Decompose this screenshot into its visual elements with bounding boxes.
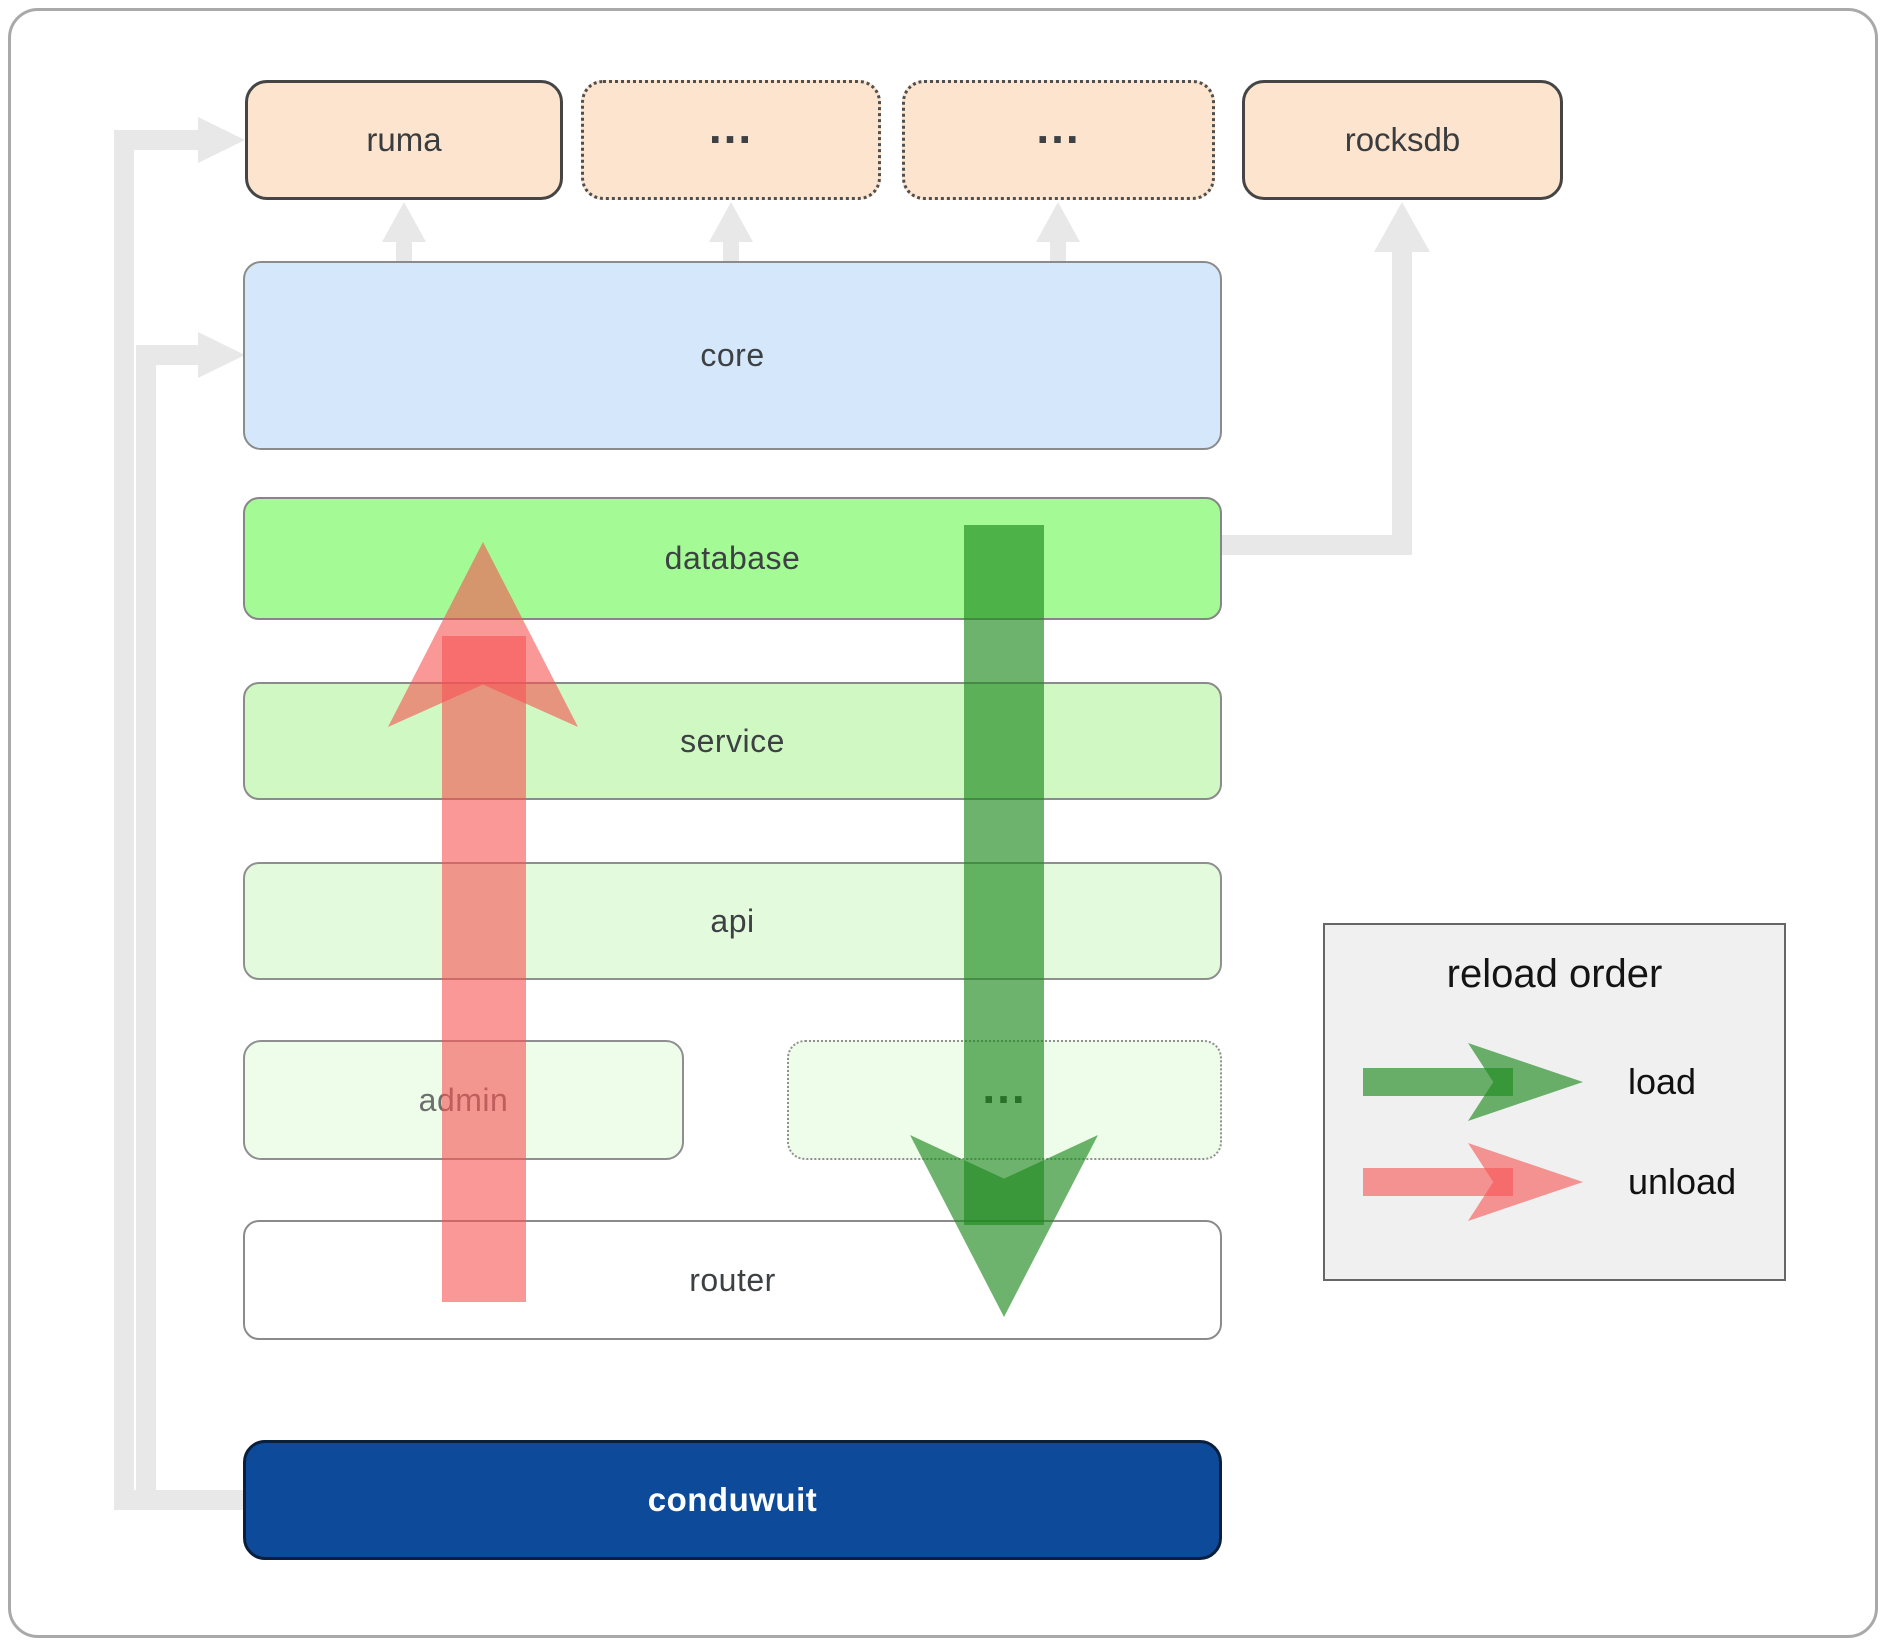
node-router-label: router [689,1261,776,1298]
node-router: router [243,1220,1222,1340]
diagram-outer-frame [8,8,1878,1638]
node-api-label: api [710,902,755,939]
legend-load-label: load [1628,1061,1697,1102]
node-conduwuit: conduwuit [243,1440,1222,1560]
node-database-label: database [664,540,801,576]
arrow-core-to-ellipsis1-shaft [723,240,739,264]
node-core-label: core [700,337,765,373]
connector-conduwuit-to-ruma-vertical [114,130,134,1510]
node-core: core [243,261,1222,450]
connector-conduwuit-to-ruma-horizontal [114,130,200,150]
legend-title: reload order [1446,952,1663,996]
unload-arrow-shaft [442,636,526,1302]
node-api: api [243,862,1222,980]
node-ellipsis-2: ... [902,80,1215,200]
arrow-core-to-ruma-shaft [396,240,412,264]
connector-database-to-rocksdb-vertical [1392,248,1412,555]
node-ruma: ruma [245,80,563,200]
node-ellipsis-1-label: ... [708,101,754,153]
node-database: database [243,497,1222,620]
node-service-label: service [680,722,785,759]
legend-unload-label: unload [1628,1161,1737,1202]
node-rocksdb-label: rocksdb [1344,121,1461,158]
connector-database-to-rocksdb-horizontal [1222,535,1412,555]
load-arrow-shaft [964,525,1044,1225]
node-ruma-label: ruma [366,121,442,158]
node-ellipsis-2-label: ... [1036,101,1081,153]
connector-conduwuit-to-core-vertical [136,345,156,1510]
node-rocksdb: rocksdb [1242,80,1563,200]
node-service: service [243,682,1222,800]
legend-box [1323,923,1786,1281]
arrow-core-to-ellipsis2-shaft [1050,240,1066,264]
node-conduwuit-label: conduwuit [647,1481,818,1518]
connector-conduwuit-to-core-horizontal [136,345,200,365]
connector-conduwuit-stub [114,1490,244,1510]
node-ellipsis-1: ... [581,80,881,200]
